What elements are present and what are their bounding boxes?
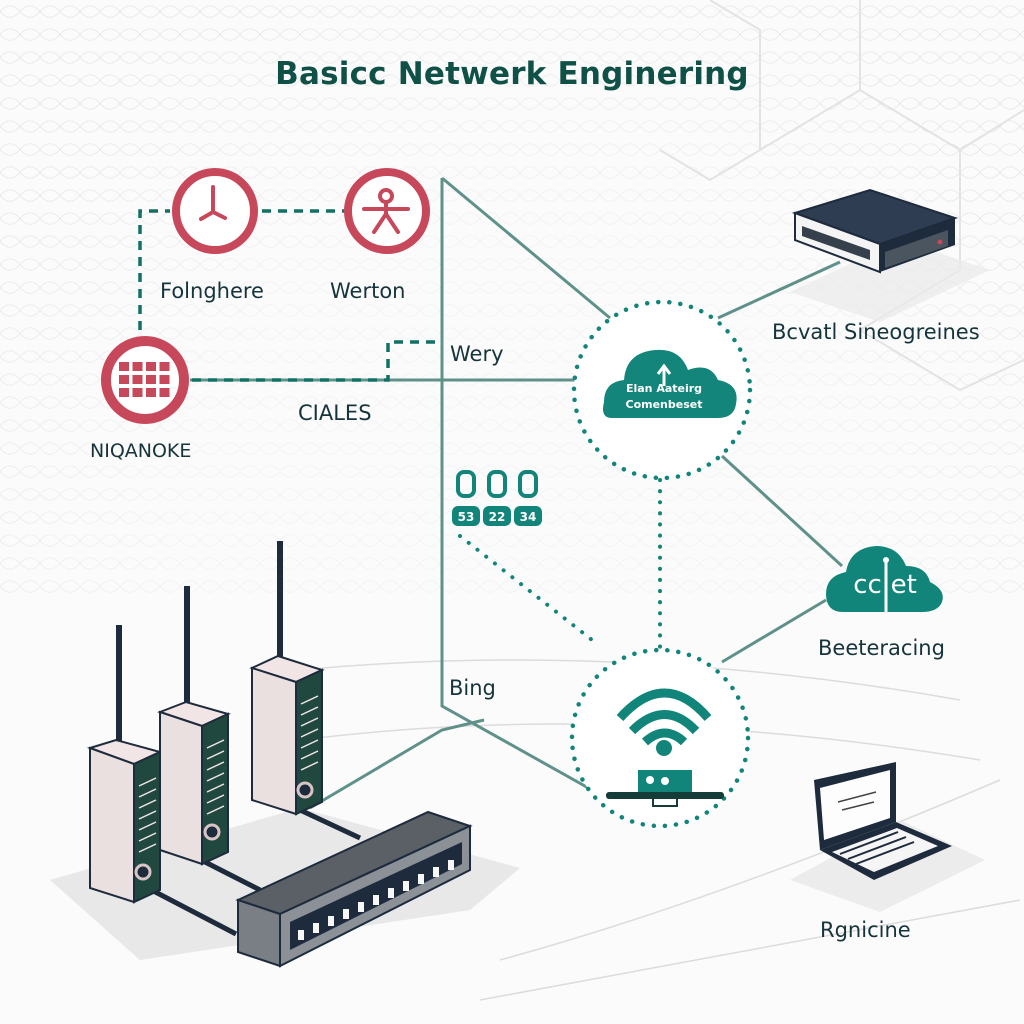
cloud-right-label: Beeteracing	[818, 636, 945, 660]
grid-node[interactable]	[101, 336, 189, 424]
cloud-right-text: cc|et	[853, 570, 917, 600]
cloud-icon[interactable]	[826, 546, 943, 612]
patch-port[interactable]	[358, 902, 364, 912]
person-node[interactable]	[344, 168, 430, 254]
clock-node[interactable]	[172, 168, 258, 254]
clock-icon	[199, 185, 227, 221]
patch-port[interactable]	[418, 874, 424, 884]
wifi-hub-node[interactable]	[569, 647, 751, 829]
edge-label-ciales: CIALES	[298, 401, 372, 425]
grid-cell	[119, 375, 129, 384]
vent-line	[300, 761, 319, 771]
wifi-router-icon	[606, 688, 724, 807]
vent-line	[300, 750, 319, 760]
cloud-hub-line1: Elan Aateirg	[625, 382, 703, 395]
network-switch-icon[interactable]	[790, 188, 990, 322]
port-badge-bottom	[514, 506, 542, 526]
server-antenna-icon[interactable]	[50, 541, 520, 968]
port-badge-label: 34	[520, 510, 537, 524]
port-badge-top	[456, 470, 476, 498]
clock-label: Folnghere	[160, 279, 264, 303]
page-title: Basicc Netwerk Enginering	[275, 56, 749, 92]
patch-port[interactable]	[433, 867, 439, 877]
grid-cell	[146, 388, 156, 397]
vent-line	[300, 717, 319, 727]
port-badge-bottom	[483, 506, 511, 526]
vent-line	[206, 739, 225, 749]
patch-port[interactable]	[313, 923, 319, 933]
grid-cell	[132, 388, 143, 397]
solid-connectors	[190, 176, 844, 810]
grid-cell	[119, 362, 129, 371]
patch-port[interactable]	[403, 881, 409, 891]
patch-port[interactable]	[328, 916, 334, 926]
cloud-hub-node[interactable]	[571, 299, 753, 481]
patch-port[interactable]	[448, 860, 454, 870]
laptop-icon[interactable]	[790, 762, 985, 912]
cloud-hub-line2: Comenbeset	[625, 398, 703, 411]
vent-line	[138, 821, 157, 831]
vent-line	[138, 843, 157, 853]
vent-line	[206, 761, 225, 771]
port-badge-label: 53	[458, 510, 475, 524]
patch-port[interactable]	[298, 930, 304, 940]
vent-line	[300, 728, 319, 738]
vent-line	[300, 739, 319, 749]
dashed-connectors	[138, 209, 440, 382]
grid-cell	[132, 375, 143, 384]
vent-line	[138, 777, 157, 787]
vent-line	[138, 832, 157, 842]
person-icon	[362, 188, 410, 234]
vent-line	[206, 783, 225, 793]
person-label: Werton	[330, 279, 406, 303]
cloud-upload-icon	[603, 349, 737, 418]
vent-line	[138, 810, 157, 820]
vent-line	[300, 706, 319, 716]
grid-cell	[159, 362, 170, 371]
vent-line	[206, 772, 225, 782]
grid-cell	[159, 388, 170, 397]
patch-port[interactable]	[343, 909, 349, 919]
grid-cell	[119, 388, 129, 397]
vent-line	[138, 788, 157, 798]
port-badge-bottom	[452, 506, 480, 526]
vent-line	[138, 799, 157, 809]
laptop-label: Rgnicine	[820, 918, 911, 942]
switch-label: Bcvatl Sineogreines	[772, 320, 980, 344]
port-badge-top	[518, 470, 538, 498]
grid-cell	[146, 375, 156, 384]
port-badges: 53 22 34	[452, 470, 542, 526]
grid-cell	[132, 362, 143, 371]
edge-label-bing: Bing	[449, 676, 496, 700]
patch-port[interactable]	[388, 888, 394, 898]
grid-icon	[119, 362, 170, 397]
port-badge-top	[487, 470, 507, 498]
port-badge-label: 22	[489, 510, 506, 524]
vent-line	[300, 695, 319, 705]
vent-line	[206, 750, 225, 760]
edge-label-wery: Wery	[450, 342, 504, 366]
vent-line	[206, 805, 225, 815]
grid-label: NIQANOKE	[90, 440, 192, 462]
grid-cell	[146, 362, 156, 371]
vent-line	[206, 794, 225, 804]
grid-cell	[159, 375, 170, 384]
patch-port[interactable]	[373, 895, 379, 905]
